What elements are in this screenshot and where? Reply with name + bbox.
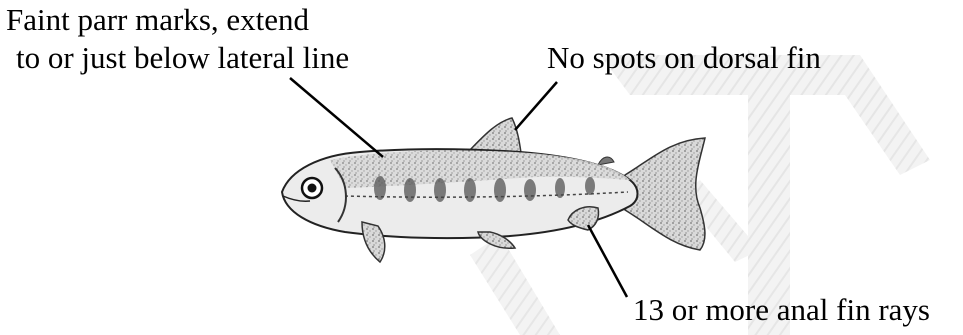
label-dorsal-fin: No spots on dorsal fin [547,40,821,76]
label-parr-marks-line-1: Faint parr marks, extend [6,2,309,38]
leader-line-parr-marks [290,78,383,157]
label-parr-marks-line-2: to or just below lateral line [16,40,349,76]
label-anal-fin-rays: 13 or more anal fin rays [633,292,930,328]
leader-line-anal-fin [588,225,627,297]
leader-line-dorsal-fin [515,82,557,130]
fish-illustration [282,118,705,262]
